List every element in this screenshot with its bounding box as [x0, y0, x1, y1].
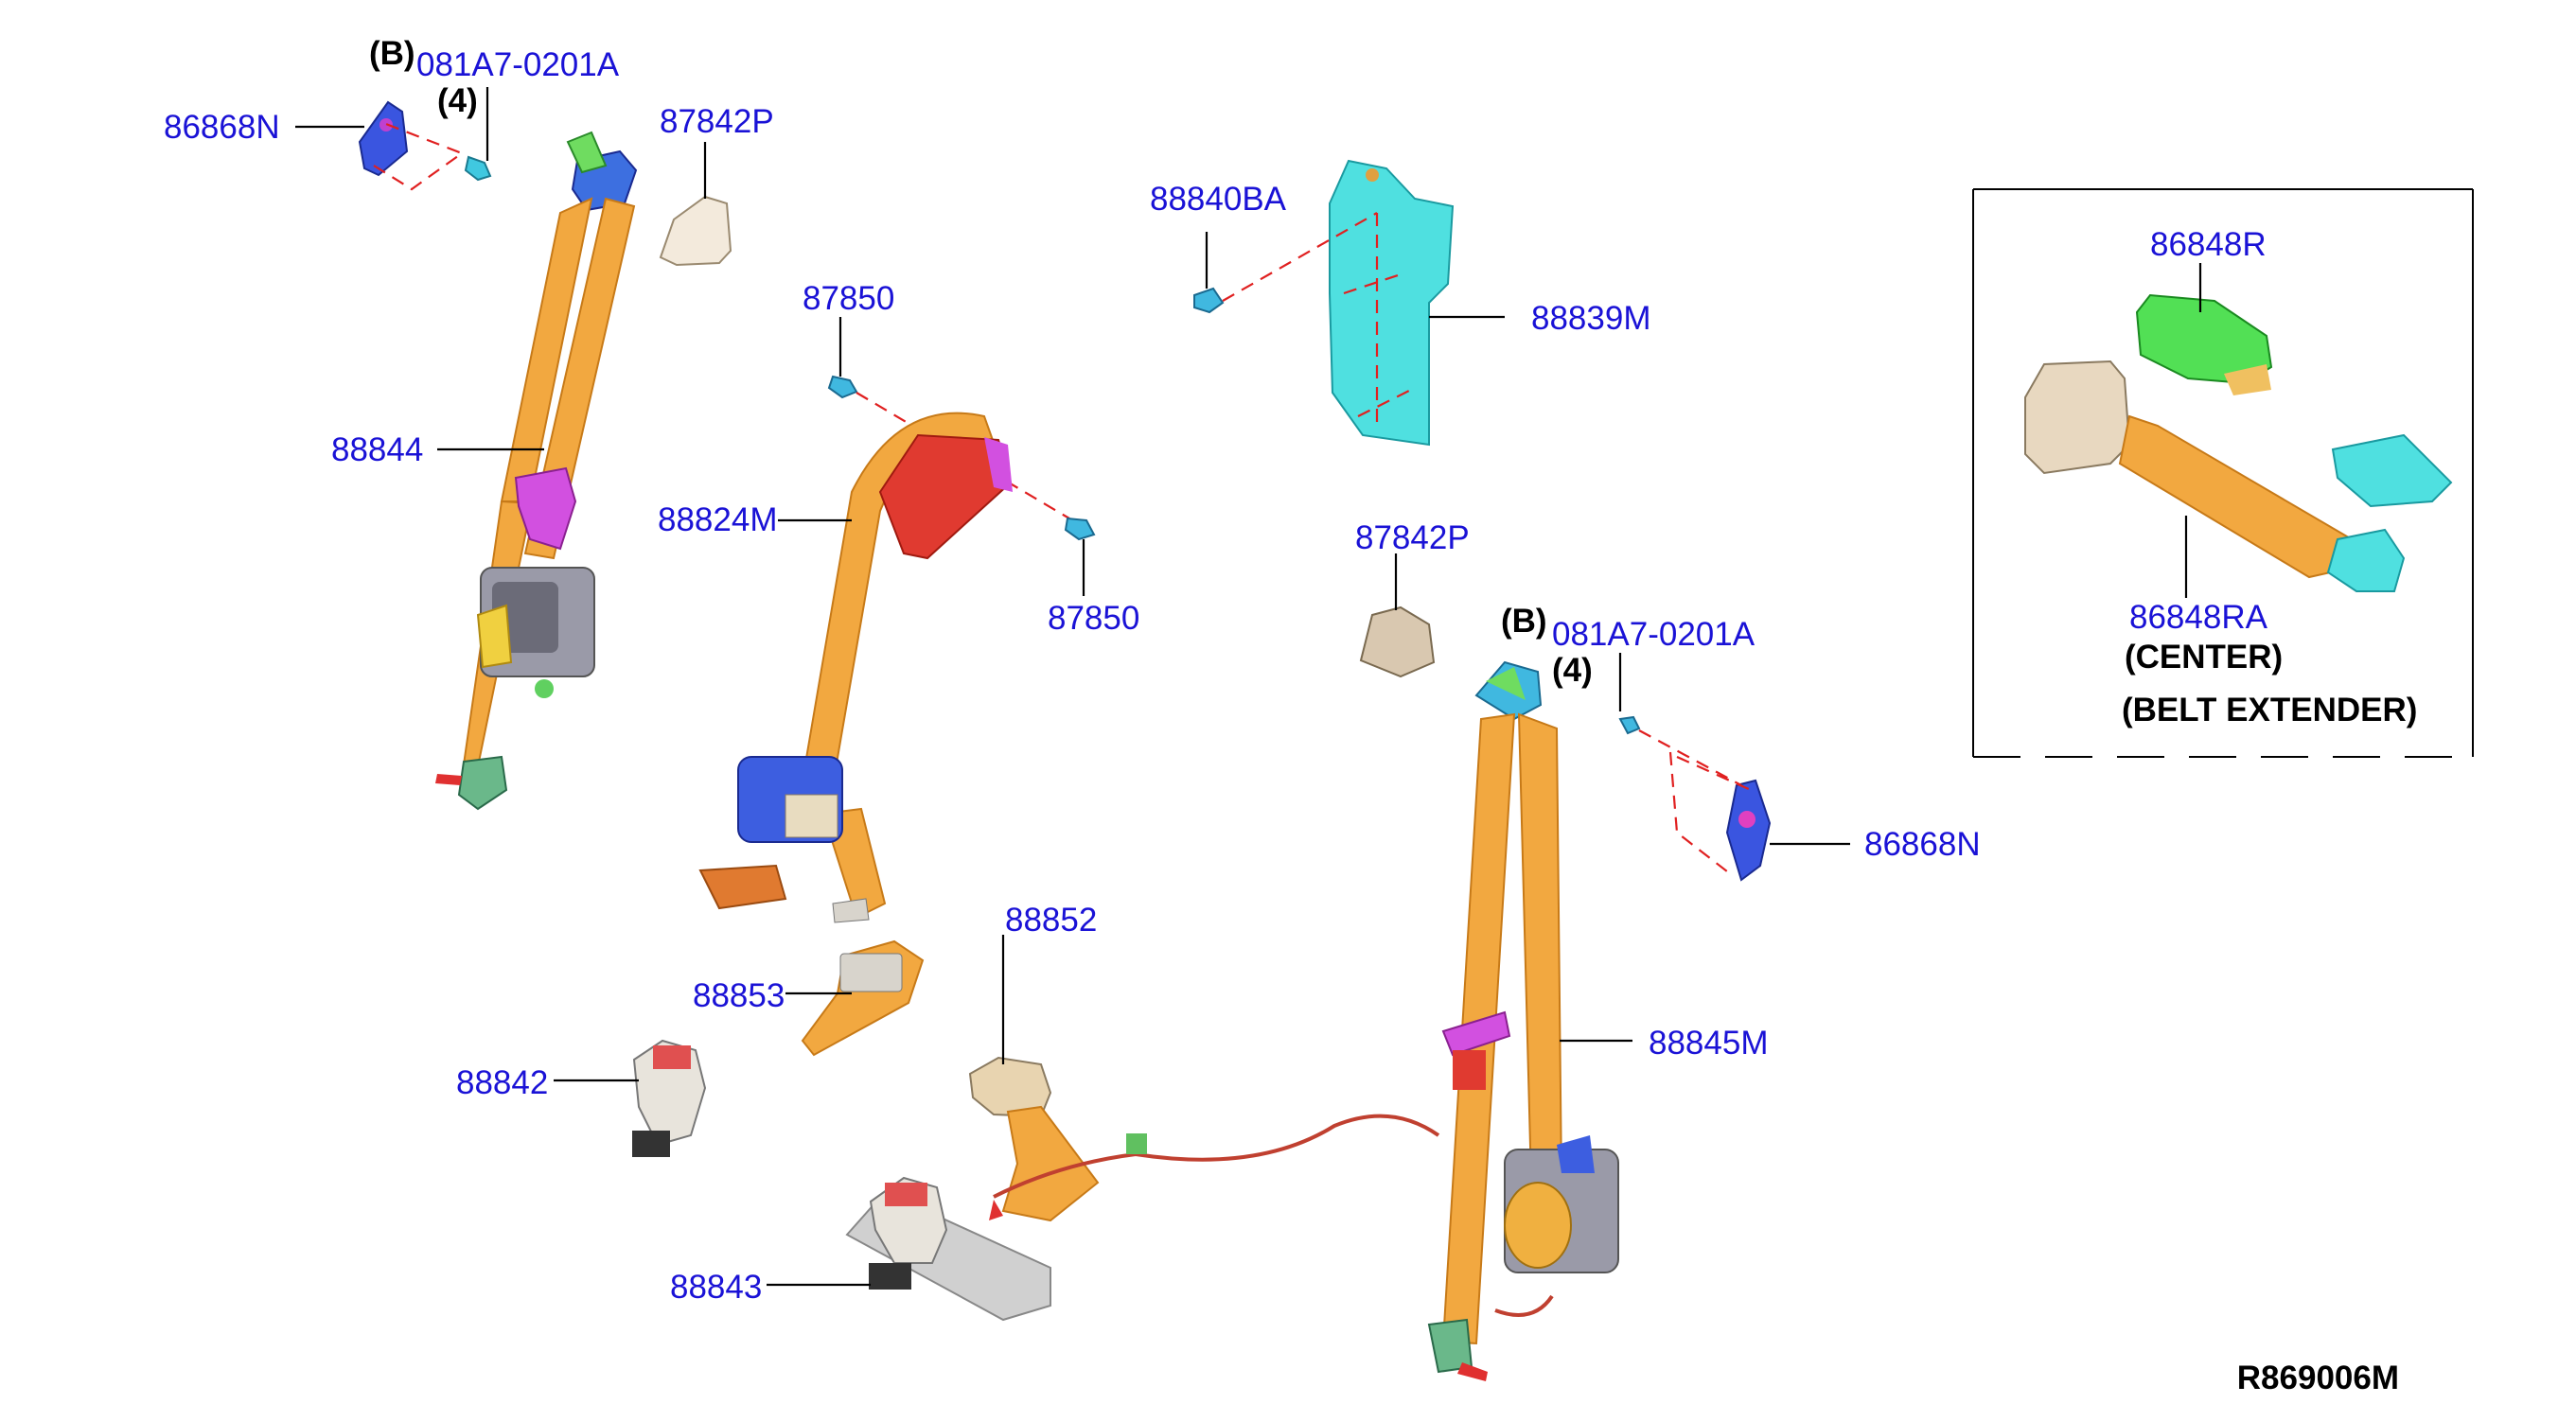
label-qty-left: (4)	[437, 82, 478, 119]
extender-cover	[2135, 293, 2273, 385]
label-anchor-left: 86868N	[164, 109, 280, 146]
label-inset-note1: (CENTER)	[2125, 639, 2283, 676]
label-bolt-mid-right: 87850	[1048, 600, 1139, 637]
right-belt-assembly	[1427, 660, 1772, 1381]
buckle-88842	[632, 1039, 707, 1157]
label-b-left: (B)	[369, 35, 415, 72]
label-inset-note2: (BELT EXTENDER)	[2122, 692, 2417, 728]
label-buckle-plate: 88843	[670, 1269, 762, 1306]
label-bolt-bracket: 88840BA	[1150, 181, 1287, 218]
part-labels: (B) 081A7-0201A (4) 86868N 87842P 88844 …	[164, 35, 2417, 1396]
label-bolt-right: 081A7-0201A	[1552, 616, 1756, 653]
label-bolt-mid-top: 87850	[803, 280, 894, 317]
label-b-right: (B)	[1501, 603, 1547, 640]
label-buckle-left: 88842	[456, 1064, 548, 1101]
label-cover-top: 87842P	[660, 103, 774, 140]
label-anchor-right: 86868N	[1864, 826, 1981, 863]
left-upper-anchor	[358, 100, 409, 177]
buckle-88852	[968, 1056, 1440, 1222]
label-buckle-center-small: 88853	[693, 977, 785, 1014]
label-belt-right: 88845M	[1649, 1025, 1768, 1062]
label-belt-left: 88844	[331, 431, 423, 468]
label-inset-extender: 86848RA	[2129, 599, 2268, 636]
right-bolt	[1618, 715, 1641, 735]
label-belt-center: 88824M	[658, 501, 777, 538]
cover-top	[659, 195, 732, 267]
right-upper-anchor	[1725, 779, 1772, 882]
extender-buckle	[2024, 360, 2131, 475]
label-buckle-wire: 88852	[1005, 902, 1097, 939]
label-cover-right: 87842P	[1355, 519, 1470, 556]
bracket-88839M	[1193, 159, 1455, 447]
belt-extender-inset	[1972, 188, 2474, 758]
cover-right	[1359, 605, 1436, 678]
bracket-bolt	[1193, 287, 1225, 314]
label-inset-cover: 86848R	[2150, 226, 2267, 263]
buckle-88843	[845, 1176, 1051, 1322]
reference-code: R869006M	[2237, 1360, 2399, 1396]
mid-right-bolt	[1064, 517, 1096, 541]
left-belt-assembly	[358, 100, 638, 811]
label-bolt-left: 081A7-0201A	[416, 46, 620, 83]
left-bolt	[464, 155, 492, 182]
mid-top-bolt	[827, 375, 858, 399]
label-qty-right: (4)	[1552, 652, 1593, 689]
center-belt-assembly	[698, 375, 1096, 1057]
leader-lines	[295, 87, 1850, 1287]
label-bracket: 88839M	[1531, 300, 1650, 337]
